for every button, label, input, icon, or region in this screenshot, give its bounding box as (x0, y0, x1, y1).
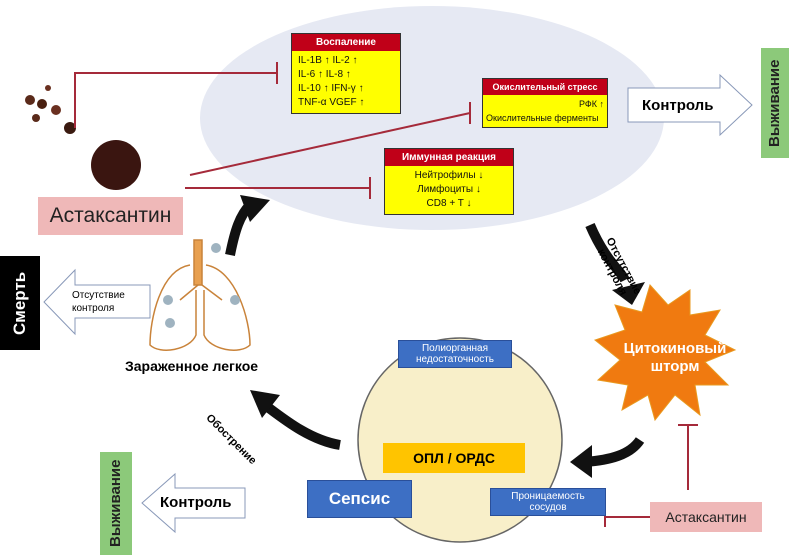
multiorgan-failure-box: Полиорганная недостаточность (398, 340, 512, 368)
inflammation-card: Воспаление IL-1В ↑ IL-2 ↑ IL-6 ↑ IL-8 ↑ … (291, 33, 401, 114)
astaxanthin-particles-icon (25, 85, 141, 190)
oxidative-stress-card: Окислительный стресс РФК ↑ Окислительные… (482, 78, 608, 128)
astaxanthin-small-label: Астаксантин (650, 502, 762, 532)
no-control-arrow-left (43, 268, 151, 336)
ards-box: ОПЛ / ОРДС (383, 443, 525, 473)
virus-icons (163, 243, 240, 328)
inflammation-row: IL-10 ↑ IFN-γ ↑ (298, 83, 364, 94)
infected-lung-label: Зараженное легкое (125, 358, 259, 374)
control-arrow-bottom (141, 472, 246, 534)
immune-response-card: Иммунная реакция Нейтрофилы ↓ Лимфоциты … (384, 148, 514, 215)
control-arrow-top (627, 73, 753, 137)
inhibit-lines (74, 62, 698, 527)
immune-row: Нейтрофилы ↓ (414, 170, 484, 181)
lungs-icon (149, 239, 251, 351)
oxidative-row: РФК ↑ (579, 99, 604, 109)
survival-bottom-badge: Выживание (100, 452, 132, 555)
control-bottom-label: Контроль (160, 494, 232, 511)
cytokine-storm-star (593, 284, 737, 422)
immune-title: Иммунная реакция (385, 149, 513, 166)
immune-row: CD8 + T ↓ (426, 198, 472, 209)
oxidative-title: Окислительный стресс (483, 79, 607, 95)
inflammation-row: IL-6 ↑ IL-8 ↑ (298, 69, 351, 80)
control-top-label: Контроль (642, 97, 714, 114)
no-control-left-label: Отсутствие контроля (72, 290, 125, 314)
cytokine-storm-label: Цитокиновый шторм (623, 340, 727, 375)
survival-top-badge: Выживание (761, 48, 789, 158)
death-badge: Смерть (0, 256, 40, 350)
oxidative-row: Окислительные ферменты (486, 113, 599, 123)
sepsis-box: Сепсис (307, 480, 412, 518)
inflammation-row: TNF-α VGEF ↑ (298, 97, 365, 108)
vascular-permeability-box: Проницаемость сосудов (490, 488, 606, 516)
inflammation-title: Воспаление (292, 34, 400, 51)
astaxanthin-label: Астаксантин (38, 197, 183, 235)
immune-row: Лимфоциты ↓ (417, 184, 481, 195)
inflammation-row: IL-1В ↑ IL-2 ↑ (298, 55, 358, 66)
